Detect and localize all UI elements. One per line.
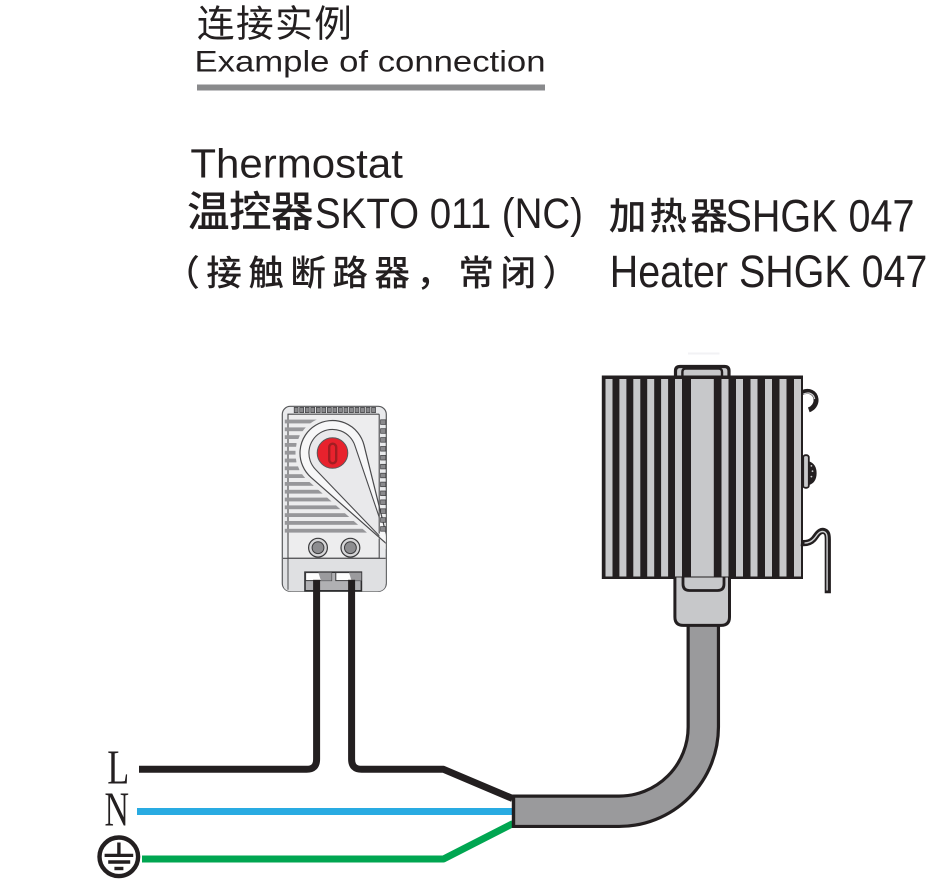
svg-text:SKTO 011 (NC): SKTO 011 (NC)	[315, 190, 583, 238]
svg-text:Example of connection: Example of connection	[195, 46, 546, 78]
svg-text:Heater SHGK 047: Heater SHGK 047	[610, 246, 928, 297]
svg-text:SHGK 047: SHGK 047	[726, 191, 915, 242]
svg-text:L: L	[107, 741, 129, 794]
svg-text:N: N	[105, 784, 130, 837]
svg-text:Thermostat: Thermostat	[190, 140, 403, 186]
